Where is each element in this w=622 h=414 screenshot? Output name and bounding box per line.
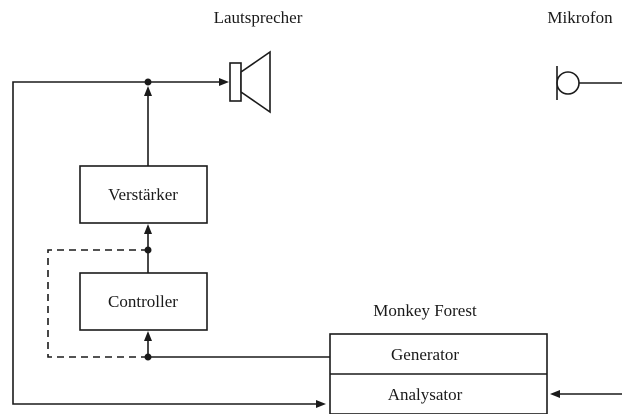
generator-output-line [147, 340, 330, 358]
verstaerker-label: Verstärker [108, 185, 178, 204]
analysator-left-arrowhead [316, 400, 326, 408]
controller-box [79, 272, 208, 331]
top-junction-dot [144, 78, 152, 86]
lautsprecher-label: Lautsprecher [214, 8, 303, 27]
lower-junction-dot [144, 353, 152, 361]
monkey-forest-label: Monkey Forest [373, 301, 477, 320]
amp-output-arrowhead [144, 86, 152, 96]
bypass-dashed-line [47, 249, 148, 358]
analysator-label: Analysator [388, 385, 463, 404]
mikrofon-label: Mikrofon [547, 8, 613, 27]
analysator-right-arrowhead [550, 390, 560, 398]
controller-output-arrowhead [144, 224, 152, 234]
microphone-icon [556, 66, 622, 100]
verstaerker-box [79, 165, 208, 224]
outer-loop-line [12, 81, 318, 405]
loudspeaker-icon [229, 50, 271, 114]
controller-label: Controller [108, 292, 178, 311]
generator-label: Generator [391, 345, 459, 364]
speaker-arrowhead [219, 78, 229, 86]
controller-input-arrowhead [144, 331, 152, 341]
